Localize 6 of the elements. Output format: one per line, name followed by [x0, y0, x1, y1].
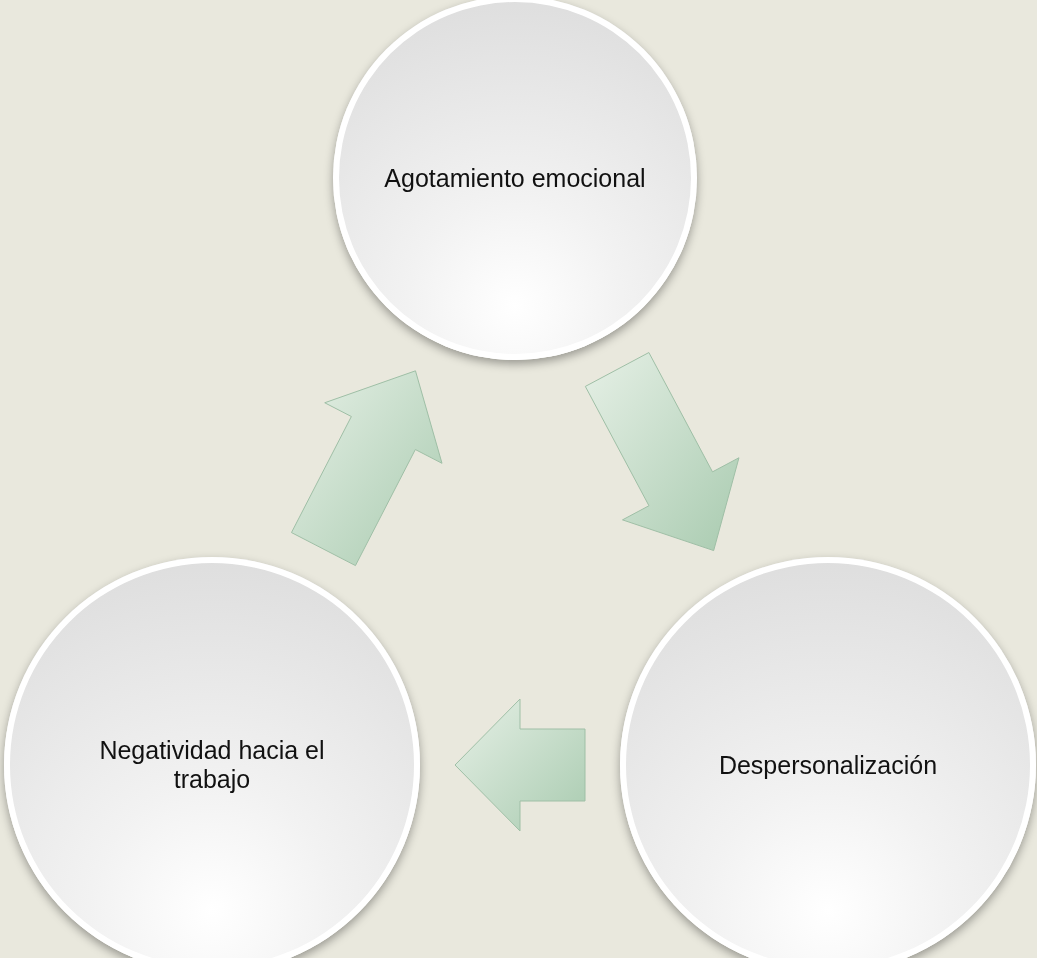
block-arrow — [454, 698, 586, 832]
block-arrow — [290, 370, 443, 567]
circle-node: Despersonalización — [620, 557, 1036, 958]
circle-node: Agotamiento emocional — [333, 0, 697, 360]
block-arrow — [584, 352, 740, 552]
circle-node: Negatividad hacia el trabajo — [4, 557, 420, 958]
